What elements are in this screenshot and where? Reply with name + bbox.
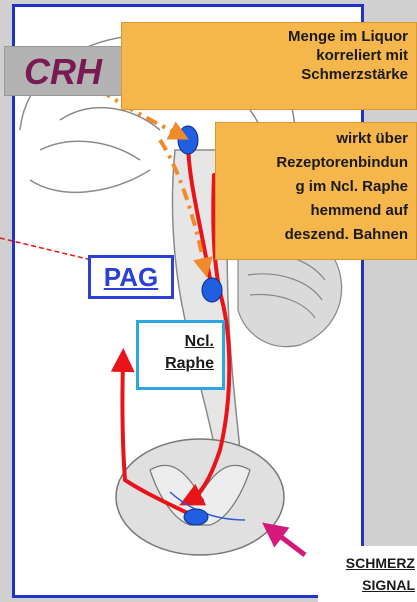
spinal-cord-section — [116, 439, 284, 555]
crh-label: CRH — [4, 46, 122, 96]
pain-signal-line-2: SIGNAL — [318, 574, 415, 596]
pointer-line — [0, 238, 100, 262]
pain-signal-arrow — [272, 530, 305, 555]
receptor-line-2: Rezeptorenbindun — [222, 151, 408, 175]
raphe-line-2: Raphe — [139, 353, 214, 375]
receptor-line-3: g im Ncl. Raphe — [222, 175, 408, 199]
liquor-line-3: Schmerzstärke — [128, 65, 408, 84]
pag-label: PAG — [88, 255, 174, 299]
dorsal-horn-nucleus — [184, 509, 208, 525]
raphe-nucleus — [202, 278, 222, 302]
pain-signal-line-1: SCHMERZ — [318, 552, 415, 574]
receptor-line-1: wirkt über — [222, 127, 408, 151]
liquor-line-2: korreliert mit — [128, 46, 408, 65]
ncl-raphe-label: Ncl. Raphe — [136, 320, 225, 390]
receptor-line-4: hemmend auf — [222, 199, 408, 223]
pag-nucleus — [178, 126, 198, 154]
liquor-line-1: Menge im Liquor — [128, 27, 408, 46]
raphe-line-1: Ncl. — [139, 331, 214, 353]
liquor-callout: Menge im Liquor korreliert mit Schmerzst… — [121, 22, 417, 110]
pain-signal-label: SCHMERZ SIGNAL — [318, 546, 417, 602]
receptor-line-5: deszend. Bahnen — [222, 223, 408, 247]
receptor-callout: wirkt über Rezeptorenbindun g im Ncl. Ra… — [215, 122, 417, 260]
